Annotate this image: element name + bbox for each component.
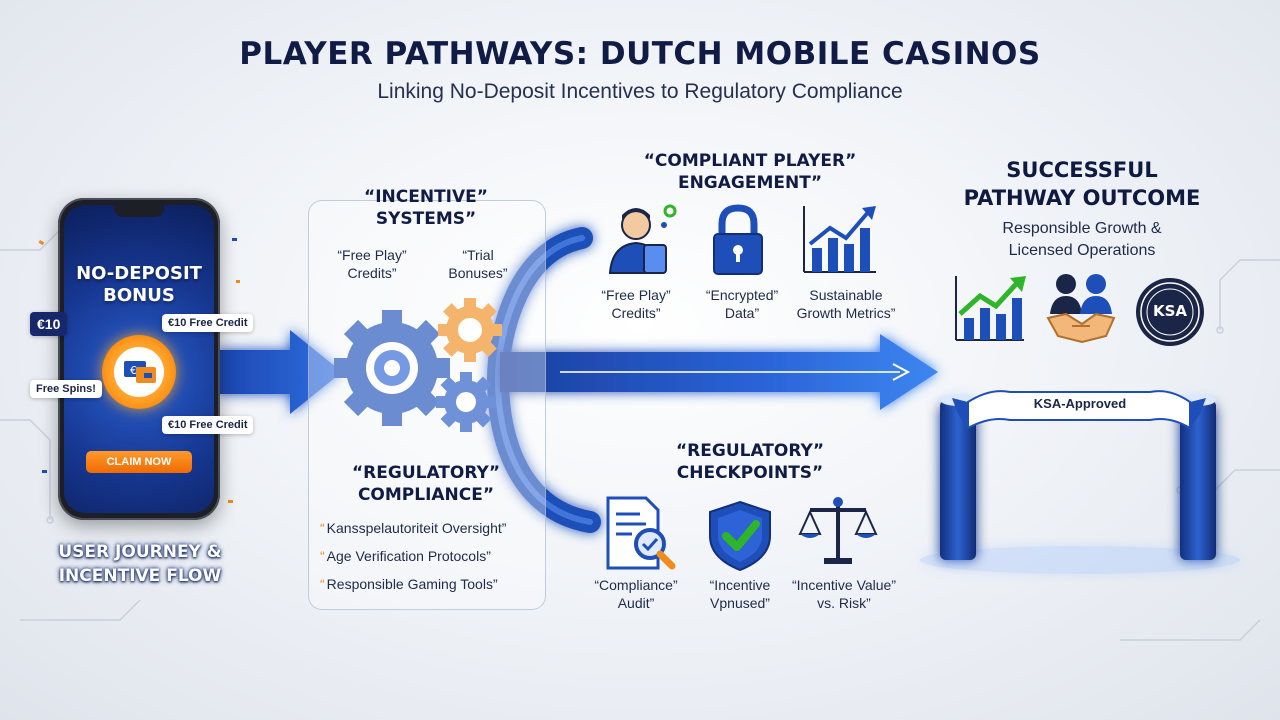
outcome-heading: SUCCESSFUL PATHWAY OUTCOME	[940, 156, 1224, 212]
handshake-icon	[1046, 274, 1116, 344]
quote-mark-icon: “	[320, 548, 325, 564]
branch-arc	[486, 227, 601, 533]
incentive-heading-line1: “INCENTIVE”	[364, 187, 488, 207]
page-title: PLAYER PATHWAYS: DUTCH MOBILE CASINOS	[239, 36, 1041, 72]
growth-chart-icon	[803, 206, 876, 273]
page-subtitle: Linking No-Deposit Incentives to Regulat…	[377, 80, 903, 103]
incentive-trial-line2: Bonuses”	[448, 265, 508, 281]
growth-chart-green-icon	[955, 276, 1026, 341]
user-tablet-icon	[608, 204, 677, 274]
phone-notch	[114, 205, 164, 217]
checkpoints-heading-line2: CHECKPOINTS”	[676, 463, 824, 483]
compliance-heading-line2: COMPLIANCE”	[357, 485, 495, 505]
outcome-heading-line2: PATHWAY OUTCOME	[963, 186, 1201, 210]
ksa-badge-label: KSA	[1152, 302, 1188, 320]
bonus-coin-icon: €	[102, 335, 176, 409]
incentive-compliance-panel	[308, 200, 546, 610]
arrow-to-outcome	[500, 334, 938, 410]
bonus-title: NO-DEPOSIT BONUS	[64, 263, 214, 307]
engagement-item: “Free Play” Credits”	[601, 287, 671, 321]
arrow-phone-to-gears	[218, 330, 342, 414]
incentive-free-play: “Free Play” Credits”	[322, 246, 422, 282]
phone-mockup: NO-DEPOSIT BONUS € CLAIM NOW	[58, 198, 220, 520]
incentive-free-play-line1: “Free Play”	[337, 247, 407, 263]
outcome-subtitle-line1: Responsible Growth &	[1002, 220, 1162, 237]
padlock-icon	[713, 204, 763, 275]
user-journey-line1: USER JOURNEY &	[58, 542, 222, 562]
checkpoint-item: “Incentive Value” vs. Risk”	[791, 577, 896, 611]
free-spins-tag: Free Spins!	[30, 380, 102, 398]
phone-screen: NO-DEPOSIT BONUS € CLAIM NOW	[64, 205, 214, 513]
checkpoints-heading: “REGULATORY” CHECKPOINTS”	[600, 440, 900, 484]
free-credit-tag-bottom: €10 Free Credit	[162, 416, 254, 434]
checkpoint-item: “Compliance” Audit”	[594, 577, 678, 611]
outcome-heading-line1: SUCCESSFUL	[1006, 158, 1158, 182]
gears-icon	[334, 298, 502, 432]
incentive-heading: “INCENTIVE” SYSTEMS”	[318, 186, 534, 230]
ksa-gate-icon	[920, 390, 1240, 574]
bonus-title-line1: NO-DEPOSIT	[76, 263, 202, 284]
engagement-item: Sustainable Growth Metrics”	[796, 287, 896, 321]
compliance-item: “Kansspelautoriteit Oversight”	[320, 520, 507, 536]
engagement-heading-line1: “COMPLIANT PLAYER”	[643, 151, 857, 171]
ksa-seal-icon	[1136, 278, 1204, 346]
bonus-title-line2: BONUS	[103, 285, 175, 306]
outcome-subtitle: Responsible Growth & Licensed Operations	[950, 218, 1214, 262]
checkpoint-item: “Incentive Vpnused”	[709, 577, 771, 611]
incentive-trial-line1: “Trial	[462, 247, 494, 263]
ksa-approved-banner: KSA-Approved	[1033, 396, 1127, 411]
user-journey-label: USER JOURNEY & INCENTIVE FLOW	[40, 540, 240, 588]
checkpoints-heading-line1: “REGULATORY”	[676, 441, 824, 461]
quote-mark-icon: “	[320, 520, 325, 536]
scales-icon	[798, 497, 878, 564]
quote-mark-icon: “	[320, 576, 325, 592]
compliance-heading-line1: “REGULATORY”	[352, 463, 500, 483]
incentive-free-play-line2: Credits”	[347, 265, 397, 281]
shield-check-icon	[709, 500, 771, 572]
engagement-heading-line2: ENGAGEMENT”	[677, 173, 823, 193]
claim-now-button[interactable]: CLAIM NOW	[86, 451, 192, 473]
outcome-subtitle-line2: Licensed Operations	[1008, 242, 1156, 259]
document-magnifier-icon	[606, 496, 676, 570]
engagement-item: “Encrypted” Data”	[705, 287, 779, 321]
compliance-item: “Age Verification Protocols”	[320, 548, 491, 564]
engagement-heading: “COMPLIANT PLAYER” ENGAGEMENT”	[600, 150, 900, 194]
svg-text:€: €	[130, 364, 137, 377]
compliance-heading: “REGULATORY” COMPLIANCE”	[318, 462, 534, 506]
compliance-item: “Responsible Gaming Tools”	[320, 576, 498, 592]
free-credit-tag-top: €10 Free Credit	[162, 314, 254, 332]
user-journey-line2: INCENTIVE FLOW	[58, 566, 222, 586]
wallet-icon: €	[114, 347, 164, 397]
incentive-trial-bonuses: “Trial Bonuses”	[430, 246, 526, 282]
incentive-heading-line2: SYSTEMS”	[375, 209, 477, 229]
euro-amount-tag: €10	[30, 312, 68, 336]
